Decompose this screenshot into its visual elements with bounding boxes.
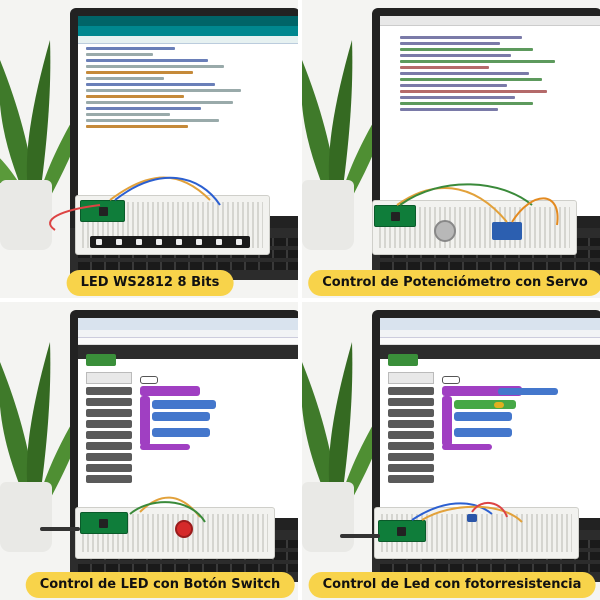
photoresistor [467, 514, 477, 522]
servo-motor [492, 222, 522, 240]
plant-pot [0, 482, 52, 552]
panel-caption: Control de Potenciómetro con Servo [308, 270, 600, 296]
push-button [175, 520, 193, 538]
usb-cable [340, 534, 380, 538]
panel-caption: LED WS2812 8 Bits [66, 270, 234, 296]
pico-board-illustration [80, 512, 128, 534]
plant-pot [0, 180, 52, 250]
wires [129, 496, 206, 523]
panel-ws2812: LED WS2812 8 Bits [0, 0, 298, 298]
python-editor-screen [380, 16, 600, 216]
pico-board-illustration [374, 205, 416, 227]
panel-led-button: Control de LED con Botón Switch [0, 302, 298, 600]
block-editor-screen [380, 318, 600, 518]
wires [49, 176, 221, 231]
panel-potentiometer-servo: Control de Potenciómetro con Servo [302, 0, 600, 298]
usb-cable [40, 527, 80, 531]
wires [396, 183, 559, 226]
panel-caption: Control de Led con fotorresistencia [308, 572, 596, 598]
plant-pot [302, 482, 354, 552]
laptop-illustration [372, 310, 600, 582]
potentiometer-knob [434, 220, 456, 242]
pico-board-illustration [378, 520, 426, 542]
block-editor-screen [78, 318, 298, 518]
ws2812-led-strip [90, 236, 250, 248]
panel-caption: Control de LED con Botón Switch [25, 572, 295, 598]
panel-led-photoresistor: Control de Led con fotorresistencia [302, 302, 600, 600]
wires [411, 502, 523, 523]
plant-pot [302, 180, 354, 250]
